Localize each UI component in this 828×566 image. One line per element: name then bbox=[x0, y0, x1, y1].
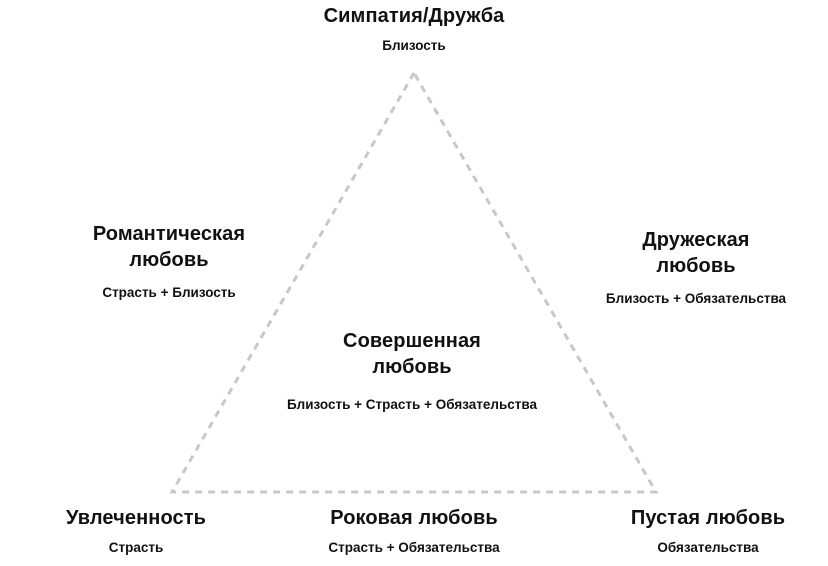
node-romantic-love: Романтическая любовь Страсть + Близость bbox=[93, 221, 245, 302]
triangle-dashed-border bbox=[169, 70, 659, 494]
node-consummate-love: Совершенная любовь Близость + Страсть + … bbox=[287, 328, 537, 414]
node-romantic-love-title-line1: Романтическая bbox=[92, 223, 246, 245]
node-liking: Симпатия/Дружба Близость bbox=[324, 3, 505, 55]
node-liking-subtitle: Близость bbox=[382, 38, 446, 53]
node-consummate-love-title-line1: Совершенная bbox=[343, 330, 481, 352]
node-companionate-love: Дружеская любовь Близость + Обязательств… bbox=[606, 227, 786, 308]
node-consummate-love-title-line2: любовь bbox=[372, 356, 452, 378]
node-empty-love-title: Пустая любовь bbox=[630, 507, 786, 529]
node-liking-title: Симпатия/Дружба bbox=[323, 5, 505, 27]
node-fatuous-love-title: Роковая любовь bbox=[330, 507, 498, 529]
node-fatuous-love-subtitle: Страсть + Обязательства bbox=[328, 540, 500, 555]
node-infatuation-subtitle: Страсть bbox=[108, 540, 164, 555]
node-companionate-love-subtitle: Близость + Обязательства bbox=[605, 291, 787, 306]
node-consummate-love-subtitle: Близость + Страсть + Обязательства bbox=[286, 397, 538, 412]
node-companionate-love-title-line2: любовь bbox=[656, 255, 736, 277]
node-companionate-love-title-line1: Дружеская bbox=[642, 229, 750, 251]
node-infatuation: Увлеченность Страсть bbox=[66, 505, 206, 557]
node-fatuous-love: Роковая любовь Страсть + Обязательства bbox=[328, 505, 499, 557]
node-romantic-love-subtitle: Страсть + Близость bbox=[102, 285, 236, 300]
node-infatuation-title: Увлеченность bbox=[65, 507, 207, 529]
node-romantic-love-title-line2: любовь bbox=[129, 249, 209, 271]
node-empty-love-subtitle: Обязательства bbox=[657, 540, 759, 555]
node-empty-love: Пустая любовь Обязательства bbox=[631, 505, 785, 557]
